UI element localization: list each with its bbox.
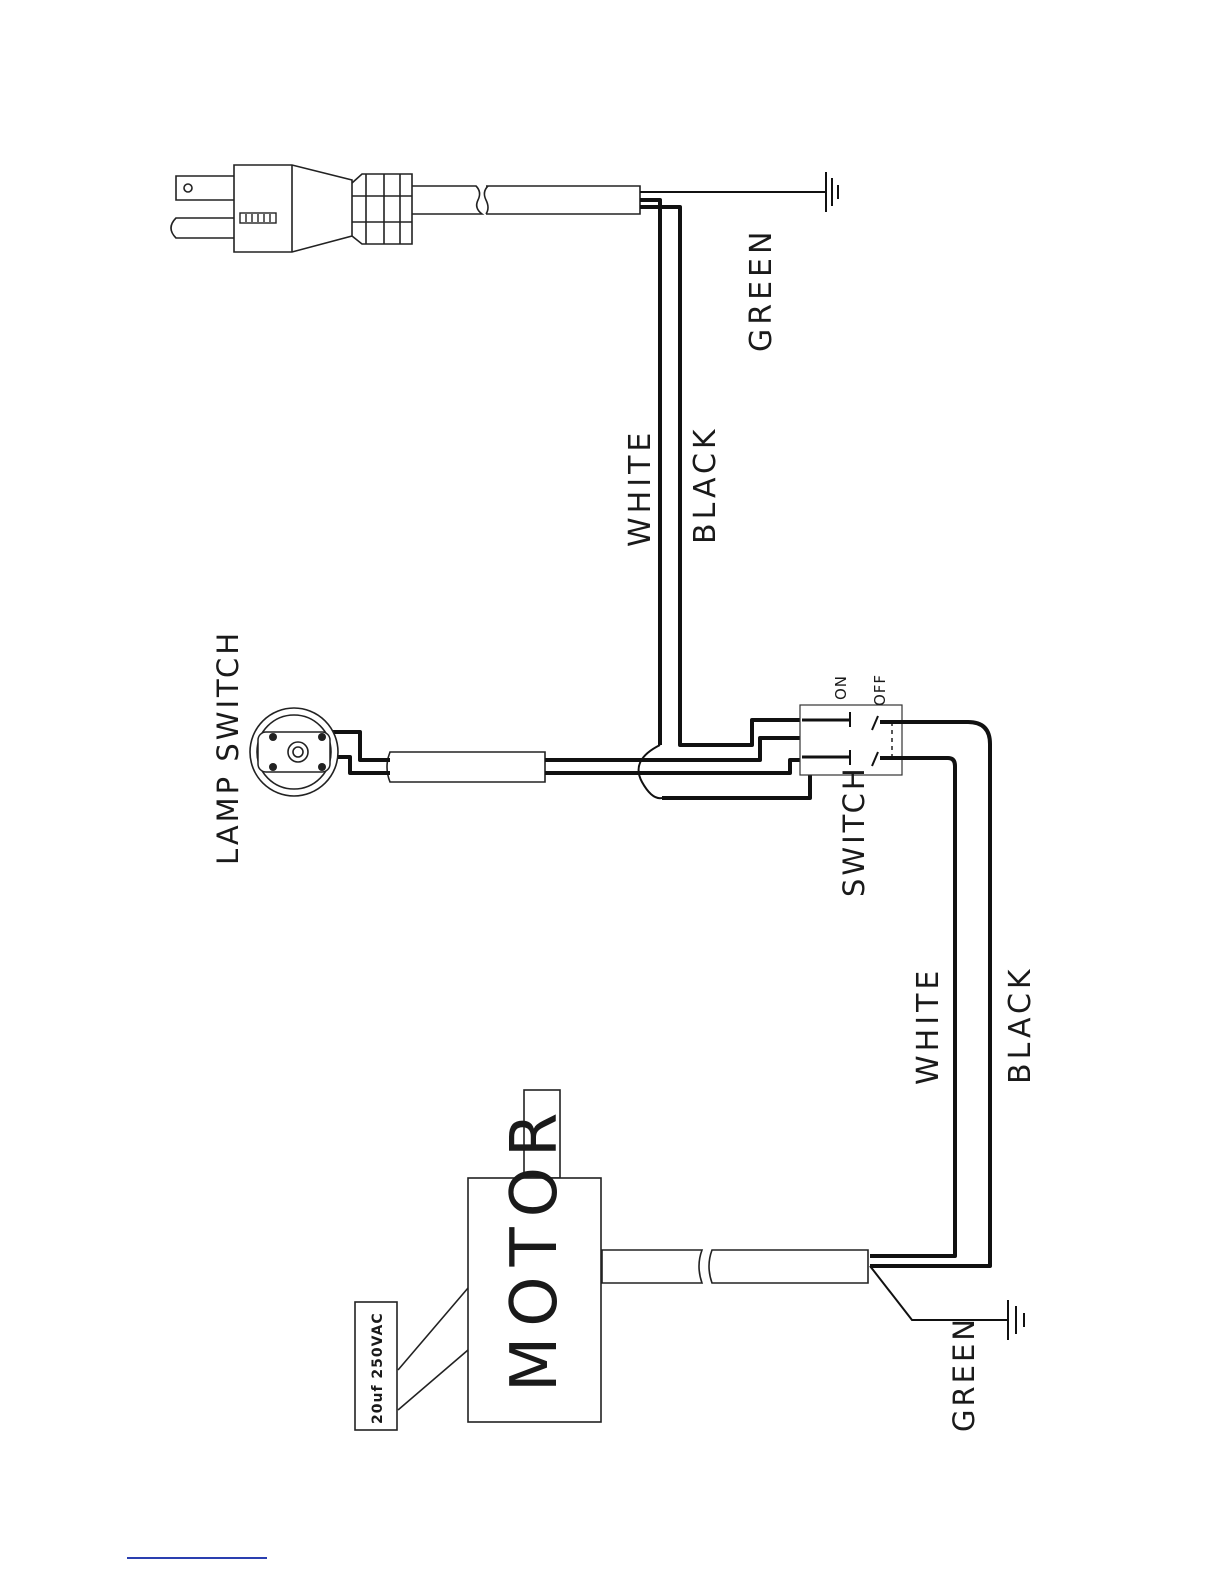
- label-off: OFF: [871, 674, 889, 706]
- label-lamp-switch: LAMP SWITCH: [211, 630, 245, 865]
- motor-cord: [602, 1250, 868, 1283]
- label-lower-black: BLACK: [1003, 965, 1038, 1084]
- rocker-switch: [800, 705, 902, 775]
- footer-rule: [127, 1557, 267, 1559]
- label-capacitor: 20uf 250VAC: [370, 1312, 386, 1424]
- wire-junction: [639, 738, 810, 798]
- label-on: ON: [832, 675, 850, 700]
- label-lower-green: GREEN: [947, 1316, 981, 1432]
- lamp-switch-socket: [250, 708, 338, 796]
- label-upper-black: BLACK: [688, 425, 723, 544]
- label-upper-white: WHITE: [623, 429, 658, 547]
- power-plug: [171, 165, 640, 252]
- label-motor: MOTOR: [498, 1102, 572, 1392]
- plug-grip: [240, 213, 276, 223]
- label-lower-white: WHITE: [911, 967, 946, 1085]
- lamp-cord: [322, 732, 640, 782]
- label-upper-green: GREEN: [744, 228, 779, 352]
- label-switch: SWITCH: [837, 765, 871, 897]
